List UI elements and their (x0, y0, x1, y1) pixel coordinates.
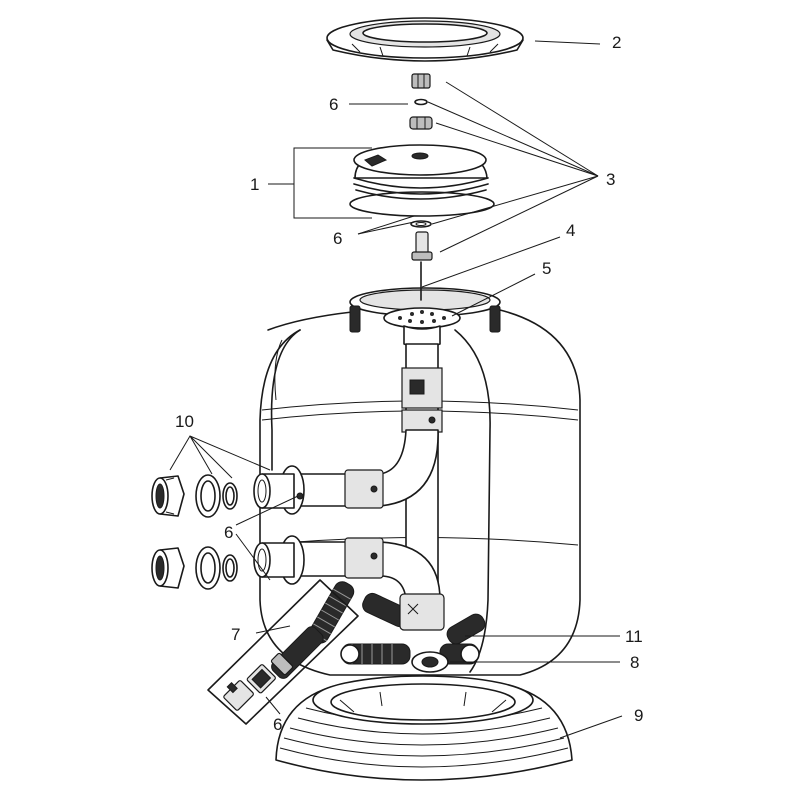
oring-small-top (414, 98, 428, 106)
upper-gasket-small (222, 482, 238, 510)
laterals-part-11 (308, 581, 486, 665)
nut-top (411, 73, 431, 89)
hub-part-8 (399, 593, 449, 673)
label-1: 1 (250, 175, 259, 194)
tank-opening (349, 287, 501, 333)
label-10: 10 (175, 412, 194, 431)
diffuser-part-5 (383, 307, 461, 348)
upper-port-pipe (299, 429, 439, 509)
drain-assembly-part-7 (207, 579, 359, 725)
label-9: 9 (634, 706, 643, 725)
label-6-lid: 6 (333, 229, 342, 248)
label-7: 7 (231, 625, 240, 644)
label-6-port: 6 (224, 523, 233, 542)
base-part-9 (275, 675, 573, 781)
lower-flange (253, 535, 305, 585)
upper-gasket-large (195, 474, 221, 518)
label-6-drain: 6 (273, 715, 282, 734)
upper-union-nut (151, 475, 185, 517)
lower-port-pipe (299, 537, 441, 601)
label-5: 5 (542, 259, 551, 278)
label-11: 11 (625, 627, 643, 646)
lower-gasket-large (195, 546, 221, 590)
top-ring-part-2 (326, 17, 524, 62)
label-4: 4 (566, 221, 575, 240)
oring-under-lid (410, 220, 432, 228)
leader-lines (169, 40, 623, 739)
lower-union-nut (151, 547, 185, 589)
upper-flange (253, 465, 305, 515)
label-3: 3 (606, 170, 615, 189)
label-8: 8 (630, 653, 639, 672)
label-2: 2 (612, 33, 621, 52)
label-6-top: 6 (329, 95, 338, 114)
lower-gasket-small (222, 554, 238, 582)
valve-stem (411, 231, 433, 261)
lid-part-1 (349, 144, 495, 217)
nut-middle (409, 116, 433, 130)
